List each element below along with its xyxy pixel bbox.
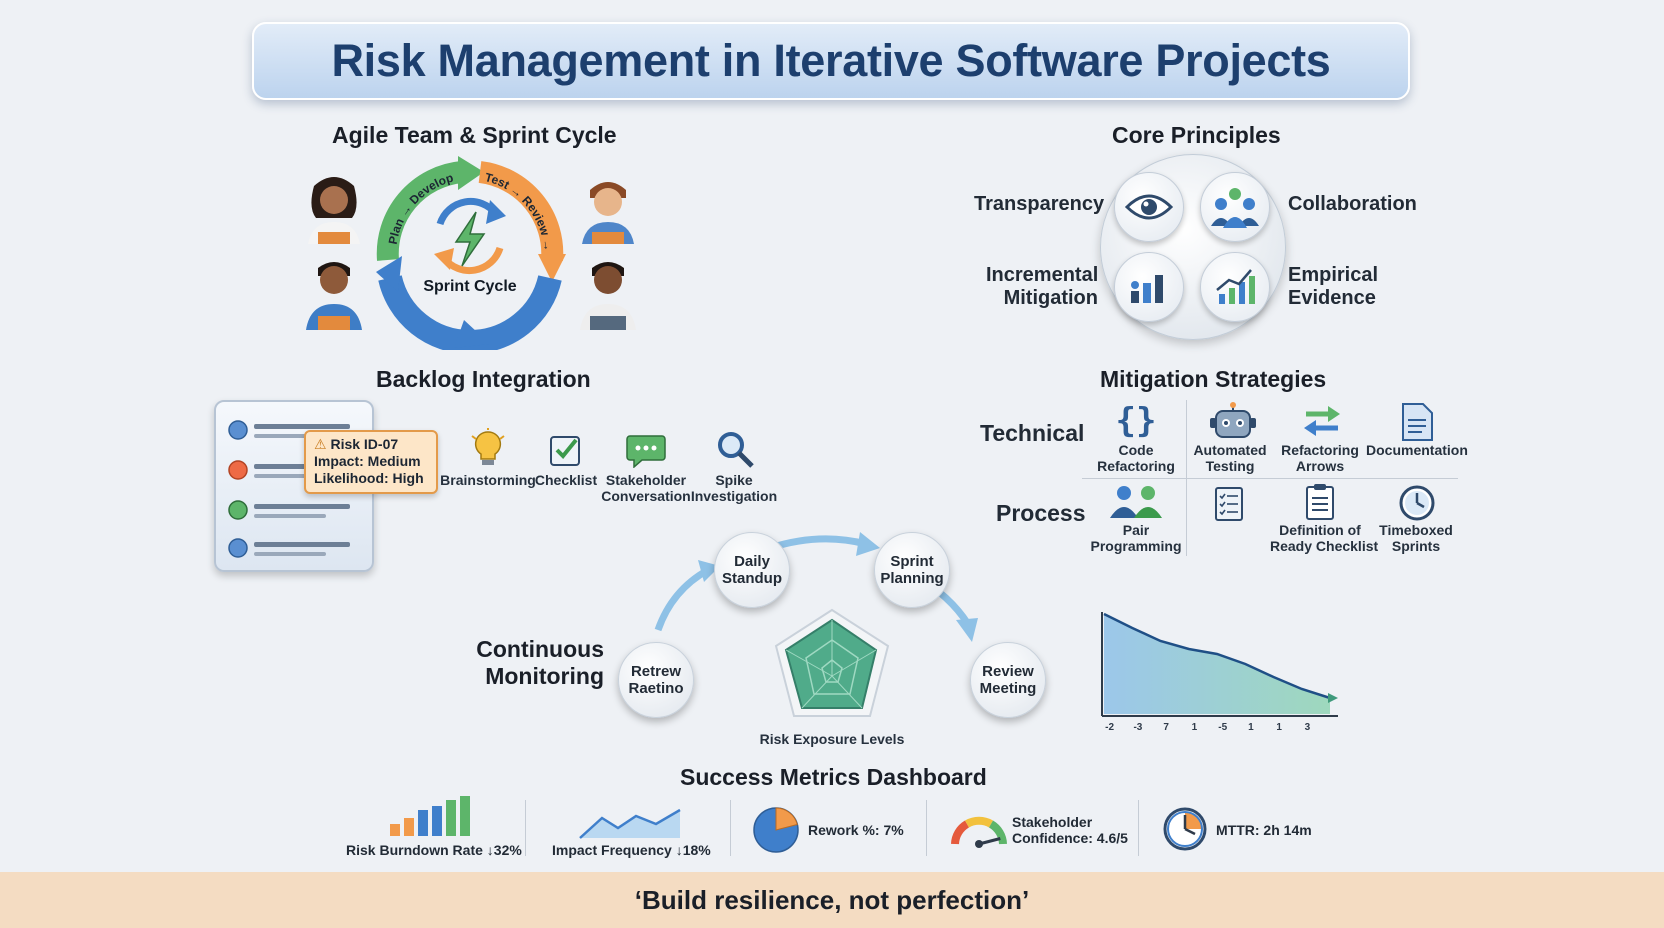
backlog-list (228, 420, 350, 558)
burndown-bars-icon (390, 796, 470, 836)
principles-section-title: Core Principles (1112, 122, 1281, 148)
footer-banner: ‘Build resilience, not perfection’ (0, 872, 1664, 928)
bar-growth-icon (1131, 275, 1163, 303)
principle-transparency: Transparency (974, 193, 1105, 215)
metric-burndown-rate: Risk Burndown Rate ↓32% (346, 842, 522, 858)
tool-brainstorming: Brainstorming (440, 472, 536, 488)
technical-row-label: Technical (980, 420, 1085, 446)
incremental-mitigation-bubble (1114, 252, 1184, 322)
chart-tick-label: 1 (1248, 722, 1254, 733)
chart-tick-label: 1 (1192, 722, 1198, 733)
metric-divider (1138, 800, 1139, 856)
page-title: Risk Management in Iterative Software Pr… (331, 35, 1331, 86)
metric-stakeholder-confidence: Stakeholder Confidence: 4.6/5 (1012, 814, 1128, 846)
ready-checklist-icon (1306, 484, 1334, 520)
chart-tick-label: 7 (1163, 722, 1169, 733)
metric-impact-frequency: Impact Frequency ↓18% (552, 842, 711, 858)
chart-area-fill (1104, 614, 1330, 714)
team-collaboration-icon (1211, 188, 1259, 228)
chart-series-line (1103, 612, 1331, 700)
team-member-avatar (306, 262, 362, 330)
chart-tick-label: -3 (1133, 722, 1142, 733)
transparency-bubble (1114, 172, 1184, 242)
metric-divider (926, 800, 927, 856)
footer-quote: ‘Build resilience, not perfection’ (634, 884, 1030, 915)
robot-icon (1210, 402, 1256, 438)
checklist-icon (550, 436, 580, 466)
clock-icon (1399, 485, 1435, 521)
risk-burndown-chart: -2 -3 7 1 -5 1 1 3 (1101, 612, 1338, 733)
team-member-avatar (308, 177, 360, 244)
impact-trend-icon (579, 808, 681, 839)
metrics-section-title: Success Metrics Dashboard (680, 764, 987, 790)
metric-divider (525, 800, 526, 856)
agile-section-title: Agile Team & Sprint Cycle (332, 122, 617, 148)
monitoring-title: Continuous Monitoring (476, 636, 604, 689)
trend-chart-icon (1216, 269, 1255, 304)
principle-empirical-evidence: Empirical Evidence (1288, 264, 1379, 309)
mitigation-row-divider (1082, 478, 1458, 479)
risk-tooltip: ⚠ Risk ID-07 Impact: Medium Likelihood: … (304, 430, 438, 494)
swap-arrows-icon (1304, 406, 1340, 436)
team-member-avatar (582, 182, 634, 244)
lightning-cycle-icon (434, 197, 506, 275)
principle-collaboration: Collaboration (1288, 193, 1417, 215)
svg-text:{}: {} (1116, 402, 1156, 440)
risk-id: ⚠ Risk ID-07 (314, 436, 399, 452)
confidence-gauge-icon (951, 816, 1007, 848)
chart-tick-label: 1 (1276, 722, 1282, 733)
technical-documentation: Documentation (1366, 442, 1468, 458)
collaboration-bubble (1200, 172, 1270, 242)
sprint-cycle-label: Sprint Cycle (423, 278, 517, 295)
backlog-section-title: Backlog Integration (376, 366, 591, 392)
task-list-icon (1215, 487, 1243, 521)
principle-incremental-mitigation: Incremental Mitigation (986, 264, 1099, 309)
empirical-evidence-bubble (1200, 252, 1270, 322)
radar-label: Risk Exposure Levels (759, 731, 905, 747)
backlog-card (214, 400, 374, 572)
sprint-cycle-diagram: Plan → Develop Test → Review → Adapt (372, 150, 566, 350)
title-banner: Risk Management in Iterative Software Pr… (252, 22, 1410, 100)
magnifier-icon (718, 432, 754, 468)
document-icon (1402, 403, 1433, 441)
chart-tick-label: 3 (1305, 722, 1311, 733)
warning-icon: ⚠ (314, 436, 327, 452)
tool-checklist: Checklist (534, 472, 598, 488)
risk-likelihood: Likelihood: High (314, 470, 424, 486)
mttr-timer-icon (1163, 807, 1207, 851)
metric-rework: Rework %: 7% (808, 822, 904, 838)
risk-impact: Impact: Medium (314, 453, 421, 469)
metric-divider (730, 800, 731, 856)
eye-icon (1125, 194, 1173, 220)
chart-series-arrow (1328, 693, 1338, 703)
chart-tick-label: -2 (1105, 722, 1114, 733)
risk-exposure-radar (774, 608, 890, 717)
pair-programming-icon (1110, 486, 1162, 518)
chart-tick-label: -5 (1218, 722, 1227, 733)
mitigation-section-title: Mitigation Strategies (1100, 366, 1327, 392)
process-row-label: Process (996, 500, 1086, 526)
rework-pie-icon (753, 807, 799, 853)
team-member-avatar (580, 262, 636, 330)
code-braces-icon: {} (1116, 402, 1156, 440)
metric-mttr: MTTR: 2h 14m (1216, 822, 1312, 838)
speech-bubble-icon (626, 435, 666, 468)
lightbulb-icon (471, 428, 505, 465)
